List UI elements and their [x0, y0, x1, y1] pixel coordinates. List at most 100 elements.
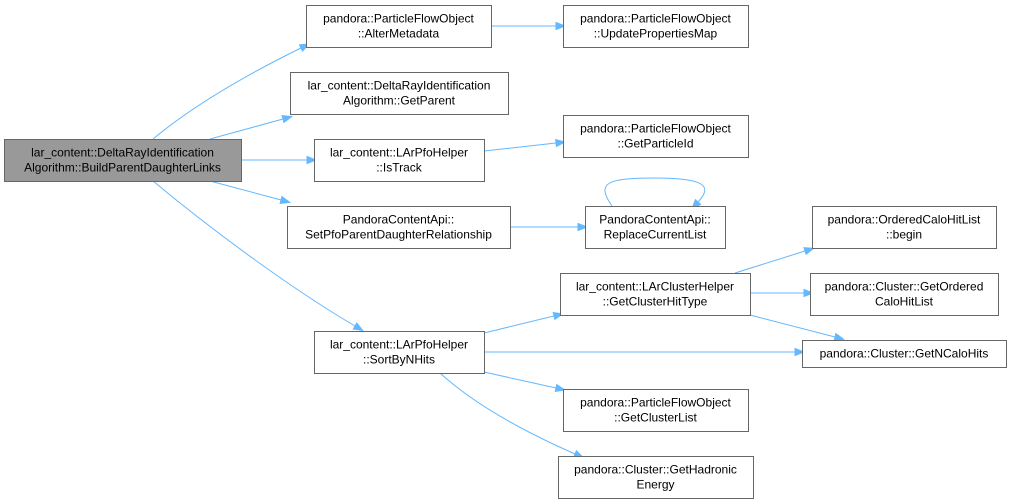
node-label-line: PandoraContentApi::: [599, 213, 710, 227]
edge-arrowhead: [577, 222, 589, 232]
node-label-line: Algorithm::GetParent: [343, 94, 456, 108]
node-label-line: pandora::Cluster::GetHadronic: [574, 463, 737, 477]
node-label-line: Algorithm::BuildParentDaughterLinks: [24, 161, 221, 175]
edge-line: [483, 371, 557, 389]
node-label-line: pandora::OrderedCaloHitList: [828, 213, 981, 227]
node-box: [560, 273, 751, 316]
node-label-line: ::GetClusterHitType: [603, 295, 708, 309]
node-label-line: SetPfoParentDaughterRelationship: [305, 228, 492, 242]
node-getclusterhittype[interactable]: lar_content::LArClusterHelper::GetCluste…: [560, 273, 751, 316]
node-box: [287, 206, 511, 249]
node-label-line: pandora::Cluster::GetOrdered: [825, 280, 984, 294]
edge-sortbynhits-to-getclusterhittype: [483, 312, 565, 334]
node-box: [812, 206, 997, 249]
edge-line: [749, 314, 836, 338]
node-label-line: PandoraContentApi::: [343, 213, 454, 227]
node-label-line: pandora::ParticleFlowObject: [580, 396, 731, 410]
edge-arrowhead: [306, 155, 318, 165]
node-box: [558, 456, 754, 499]
edge-arrowhead: [554, 383, 567, 393]
node-box: [563, 5, 749, 48]
edge-getclusterhittype-to-begin: [734, 247, 815, 274]
node-box: [802, 340, 1007, 368]
node-label-line: ::AlterMetadata: [358, 27, 440, 41]
edge-arrowhead: [281, 115, 294, 124]
node-box: [290, 72, 509, 115]
edge-line: [209, 118, 284, 140]
node-istrack[interactable]: lar_content::LArPfoHelper::IsTrack: [314, 139, 485, 182]
edge-root-to-sortbynhits: [152, 180, 364, 332]
edge-arrowhead: [555, 138, 567, 148]
node-sortbynhits[interactable]: lar_content::LArPfoHelper::SortByNHits: [314, 331, 485, 374]
edge-line: [152, 180, 356, 327]
node-label-line: pandora::ParticleFlowObject: [323, 12, 474, 26]
node-update[interactable]: pandora::ParticleFlowObject::UpdatePrope…: [563, 5, 749, 48]
edge-arrowhead: [279, 195, 292, 204]
node-box: [4, 139, 242, 182]
edge-sortbynhits-to-getncalohits: [484, 347, 806, 357]
node-label-line: Energy: [636, 478, 674, 492]
node-label-line: ::GetClusterList: [614, 411, 697, 425]
node-box: [314, 331, 485, 374]
node-label-line: ::begin: [886, 228, 922, 242]
node-label-line: pandora::Cluster::GetNCaloHits: [820, 347, 989, 361]
node-getncalohits[interactable]: pandora::Cluster::GetNCaloHits: [802, 340, 1007, 368]
edge-line: [734, 250, 806, 274]
node-label-line: ::UpdatePropertiesMap: [594, 27, 718, 41]
edge-arrowhead: [794, 347, 806, 357]
node-label-line: pandora::ParticleFlowObject: [580, 12, 731, 26]
node-label-line: ::SortByNHits: [363, 353, 435, 367]
edge-line: [483, 315, 555, 334]
node-getparent[interactable]: lar_content::DeltaRayIdentificationAlgor…: [290, 72, 509, 115]
node-label-line: lar_content::DeltaRayIdentification: [31, 146, 214, 160]
edges-layer: [152, 21, 846, 459]
node-getparticleid[interactable]: pandora::ParticleFlowObject::GetParticle…: [563, 115, 749, 158]
edge-istrack-to-getparticleid: [483, 138, 567, 152]
edge-arrowhead: [803, 247, 815, 256]
node-label-line: ReplaceCurrentList: [604, 228, 707, 242]
edge-arrowhead: [555, 21, 567, 31]
edge-replace-to-replace: [604, 177, 706, 210]
node-alter[interactable]: pandora::ParticleFlowObject::AlterMetada…: [306, 5, 492, 48]
edge-root-to-istrack: [241, 155, 318, 165]
edge-arrowhead: [833, 332, 846, 341]
edge-root-to-getparent: [209, 115, 294, 140]
node-box: [306, 5, 492, 48]
node-setpfo[interactable]: PandoraContentApi::SetPfoParentDaughterR…: [287, 206, 511, 249]
edge-sortbynhits-to-gethadronic: [439, 372, 585, 459]
node-box: [563, 115, 749, 158]
node-label-line: lar_content::LArClusterHelper: [576, 280, 734, 294]
node-label-line: lar_content::DeltaRayIdentification: [308, 79, 491, 93]
node-getclusterlist[interactable]: pandora::ParticleFlowObject::GetClusterL…: [563, 389, 749, 432]
edge-sortbynhits-to-getclusterlist: [483, 371, 567, 393]
edge-root-to-alter: [152, 43, 311, 140]
node-replace[interactable]: PandoraContentApi::ReplaceCurrentList: [585, 206, 726, 249]
edge-line: [209, 180, 282, 201]
edge-line: [439, 372, 576, 455]
edge-getclusterhittype-to-getordered: [750, 288, 815, 298]
node-box: [563, 389, 749, 432]
edge-root-to-setpfo: [209, 180, 292, 204]
node-box: [810, 273, 999, 316]
node-root[interactable]: lar_content::DeltaRayIdentificationAlgor…: [4, 139, 242, 182]
node-label-line: lar_content::LArPfoHelper: [330, 146, 468, 160]
edge-arrowhead: [803, 288, 815, 298]
edge-getclusterhittype-to-getncalohits: [749, 314, 846, 341]
node-box: [314, 139, 485, 182]
node-label-line: ::IsTrack: [376, 161, 423, 175]
edge-line: [483, 142, 557, 152]
node-begin[interactable]: pandora::OrderedCaloHitList::begin: [812, 206, 997, 249]
edge-line: [152, 47, 302, 140]
node-label-line: pandora::ParticleFlowObject: [580, 122, 731, 136]
nodes-layer: lar_content::DeltaRayIdentificationAlgor…: [4, 5, 1007, 499]
edge-alter-to-update: [491, 21, 567, 31]
edge-arrowhead: [352, 322, 364, 332]
edge-line: [604, 177, 706, 207]
node-label-line: CaloHitList: [875, 295, 934, 309]
node-label-line: lar_content::LArPfoHelper: [330, 338, 468, 352]
edge-setpfo-to-replace: [510, 222, 589, 232]
node-box: [585, 206, 726, 249]
